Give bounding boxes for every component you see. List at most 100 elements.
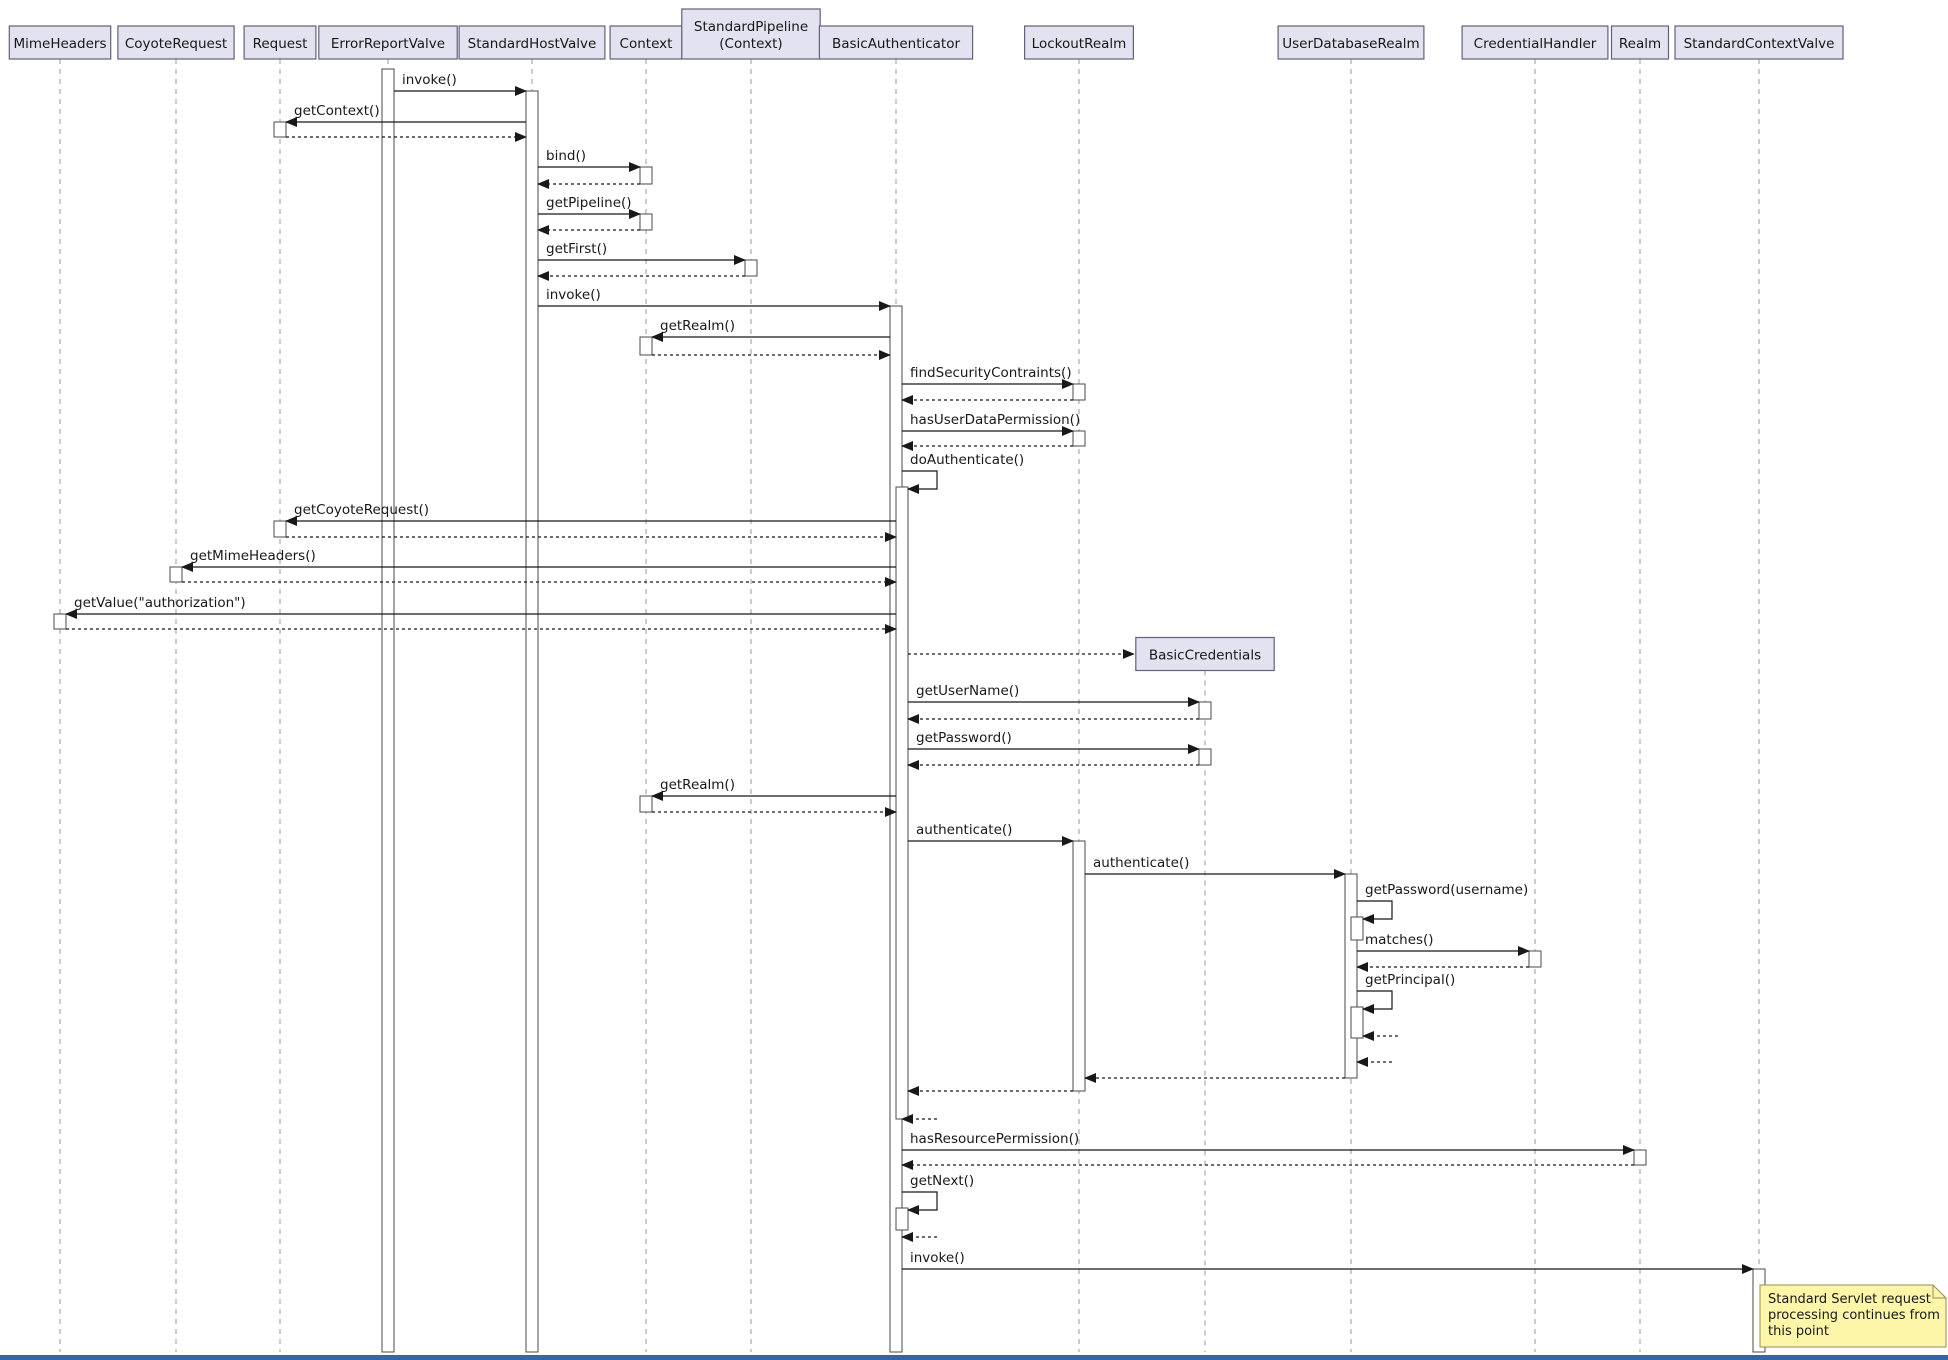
participant-box [1023,25,1134,60]
activation-basiccredentials [1198,701,1212,720]
activation-context [639,795,653,813]
participant-box [318,25,458,60]
participant-label: StandardContextValve [1684,36,1835,52]
message-label: getPrincipal() [1365,972,1455,988]
message-label: getPassword(username) [1365,882,1528,898]
participant-label: UserDatabaseRealm [1282,36,1419,52]
participant-box [1461,25,1609,60]
message-getmimeheaders: getMimeHeaders() [181,548,896,572]
message-label: getRealm() [660,318,735,334]
participant-request: Request [243,25,317,60]
message-label: getValue("authorization") [74,595,246,611]
activation-lockoutrealm [1072,840,1086,1092]
activation-coyoterequest [169,566,183,583]
message-getpassword: getPassword() [908,730,1200,754]
message-label: getFirst() [546,241,607,257]
activation-credentialhandler [1528,950,1542,968]
note-shape [1759,1284,1947,1348]
message-label: invoke() [402,72,457,88]
activation-errorreportvalve [381,68,395,1353]
message-authenticate: authenticate() [1085,855,1346,879]
participant-realm: Realm [1610,25,1670,60]
participant-userdatabaserealm: UserDatabaseRealm [1277,25,1425,60]
activation-mimeheaders [53,613,67,630]
note-fold-icon [1932,1285,1946,1299]
participant-errorreportvalve: ErrorReportValve [318,25,458,60]
participant-credentialhandler: CredentialHandler [1461,25,1609,60]
activation-standardhostvalve [525,90,539,1353]
participant-label: StandardPipeline(Context) [694,19,808,52]
activation-context [639,336,653,356]
participant-standardpipeline: StandardPipeline(Context) [681,8,821,60]
message-doauthenticate: doAuthenticate() [902,452,1024,494]
message-getusername: getUserName() [908,683,1200,707]
message-getfirst: getFirst() [538,241,746,265]
message-label: getMimeHeaders() [190,548,316,564]
activation-userdatabaserealm [1350,916,1364,941]
participant-coyoterequest: CoyoteRequest [117,25,235,60]
message-getprincipal: getPrincipal() [1357,972,1455,1014]
participant-box [609,25,683,60]
message-getrealm: getRealm() [651,777,896,801]
message-invoke: invoke() [394,72,527,96]
message-label: findSecurityContraints() [910,365,1072,381]
participant-standardhostvalve: StandardHostValve [458,25,606,60]
participant-label: LockoutRealm [1032,36,1127,52]
message-label: getPassword() [916,730,1012,746]
message-invoke: invoke() [538,287,891,311]
activation-basicauthenticator [895,1207,909,1231]
message-label: invoke() [546,287,601,303]
participant-context: Context [609,25,683,60]
participant-box [1610,25,1670,60]
message-getnext: getNext() [902,1173,974,1215]
participant-box [818,25,974,60]
message-getpipeline: getPipeline() [538,195,641,219]
activation-context [639,213,653,231]
message-authenticate: authenticate() [908,822,1074,846]
message-getcontext: getContext() [285,103,526,127]
participant-label: BasicCredentials [1149,648,1261,664]
participant-label: CoyoteRequest [125,36,227,52]
participant-box [458,25,606,60]
self-call-arrow [902,470,938,494]
activation-request [273,520,287,538]
self-call-arrow [1357,990,1393,1014]
participant-label: Realm [1619,36,1661,52]
activation-context [639,166,653,185]
participant-lockoutrealm: LockoutRealm [1023,25,1134,60]
activation-standardpipeline [744,259,758,277]
message-label: invoke() [910,1250,965,1266]
message-getvalueauthorization: getValue("authorization") [65,595,896,619]
self-call-arrow [902,1191,938,1215]
participant-standardcontextvalve: StandardContextValve [1674,25,1844,60]
message-label: getUserName() [916,683,1019,699]
message-label: authenticate() [1093,855,1189,871]
message-label: getCoyoteRequest() [294,502,429,518]
activation-request [273,121,287,138]
message-findsecuritycontraints: findSecurityContraints() [902,365,1074,389]
participant-label: BasicAuthenticator [832,36,961,52]
participant-label: ErrorReportValve [331,36,445,52]
message-hasresourcepermission: hasResourcePermission() [902,1131,1635,1155]
participant-box [1674,25,1844,60]
message-label: hasResourcePermission() [910,1131,1079,1147]
message-label: getRealm() [660,777,735,793]
activation-realm [1633,1149,1647,1166]
participant-label: Context [620,36,673,52]
activation-userdatabaserealm [1344,873,1358,1079]
bottom-window-edge [0,1355,1948,1360]
message-label: matches() [1365,932,1434,948]
participant-box [8,25,112,60]
activation-userdatabaserealm [1350,1006,1364,1039]
message-hasuserdatapermission: hasUserDataPermission() [902,412,1080,436]
message-matches: matches() [1357,932,1530,956]
message-label: getNext() [910,1173,974,1189]
message-label: getContext() [294,103,380,119]
participant-label: Request [253,36,308,52]
message-getcoyoterequest: getCoyoteRequest() [285,502,896,526]
